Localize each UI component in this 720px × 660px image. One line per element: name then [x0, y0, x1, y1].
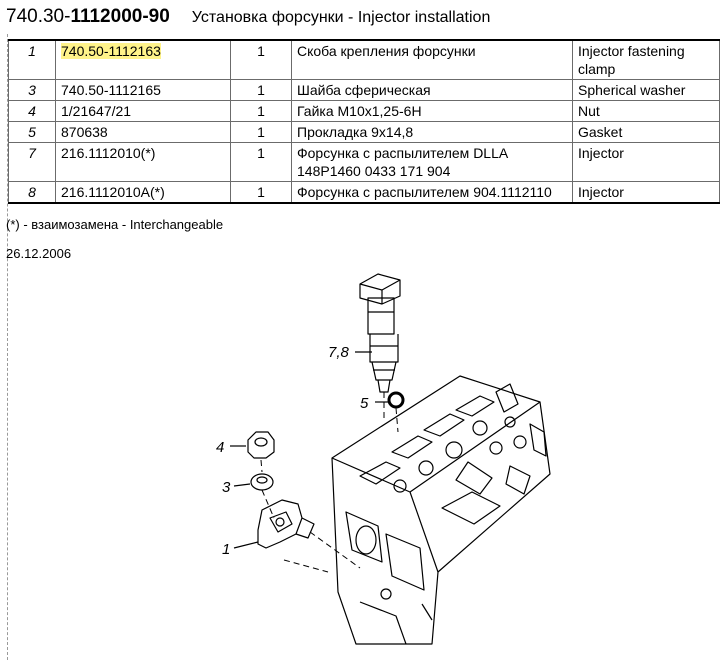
part-number-cell: 1/21647/21	[55, 100, 231, 122]
left-guide-line	[7, 34, 8, 660]
name-en-cell: Spherical washer	[572, 79, 720, 101]
pos-cell: 7	[8, 142, 56, 182]
part-number-cell: 740.50-1112163	[55, 39, 231, 80]
interchangeable-note: (*) - взаимозамена - Interchangeable	[6, 217, 224, 232]
name-ru-cell: Форсунка с распылителем 904.1112110	[291, 181, 573, 204]
name-ru-cell: Форсунка с распылителем DLLA 148P1460 043…	[291, 142, 573, 182]
injector-clamp-part	[257, 499, 315, 549]
qty-cell: 1	[230, 100, 292, 122]
part-number-cell: 216.1112010А(*)	[55, 181, 231, 204]
callout-7-8: 7,8	[328, 344, 350, 361]
spherical-washer-part	[250, 473, 274, 491]
name-ru-line-2: 148P1460 0433 171 904	[297, 163, 451, 179]
name-ru-cell: Шайба сферическая	[291, 79, 573, 101]
table-row[interactable]: 4 1/21647/21 1 Гайка М10х1,25-6Н Nut	[8, 100, 720, 122]
pos-cell: 5	[8, 121, 56, 143]
callout-5: 5	[360, 395, 369, 412]
assembly-code-prefix: 740.30-	[6, 6, 71, 27]
parts-table: 1 740.50-1112163 1 Скоба крепления форсу…	[8, 39, 720, 204]
assembly-code-bold: 1112000-90	[70, 6, 170, 27]
page-header: 740.30-1112000-90 Установка форсунки - In…	[6, 6, 490, 30]
pos-cell: 1	[8, 39, 56, 80]
callout-4: 4	[216, 439, 224, 456]
assembly-code: 740.30-1112000-90	[6, 6, 170, 27]
pos-cell: 4	[8, 100, 56, 122]
injector-assembly-drawing: 7,8 5 4 3 1	[216, 273, 551, 645]
gasket-ring	[387, 391, 405, 409]
part-number-cell: 870638	[55, 121, 231, 143]
name-ru-cell: Прокладка 9х14,8	[291, 121, 573, 143]
name-en-cell: Injector	[572, 181, 720, 204]
cylinder-head-block	[331, 375, 551, 645]
table-row[interactable]: 7 216.1112010(*) 1 Форсунка с распылител…	[8, 142, 720, 182]
table-row[interactable]: 1 740.50-1112163 1 Скоба крепления форсу…	[8, 39, 720, 80]
pos-cell: 3	[8, 79, 56, 101]
assembly-title: Установка форсунки - Injector installati…	[191, 9, 491, 26]
name-ru-line-1: Форсунка с распылителем DLLA	[297, 145, 509, 161]
name-en-cell: Injector fastening clamp	[572, 39, 720, 80]
nut-part	[247, 431, 275, 459]
table-row[interactable]: 3 740.50-1112165 1 Шайба сферическая Sph…	[8, 79, 720, 101]
highlighted-part-number: 740.50-1112163	[61, 43, 161, 59]
assembly-guide-lines	[260, 392, 399, 573]
name-en-cell: Injector	[572, 142, 720, 182]
qty-cell: 1	[230, 142, 292, 182]
table-row[interactable]: 5 870638 1 Прокладка 9х14,8 Gasket	[8, 121, 720, 143]
callout-leaders	[230, 351, 388, 549]
table-row[interactable]: 8 216.1112010А(*) 1 Форсунка с распылите…	[8, 181, 720, 204]
qty-cell: 1	[230, 121, 292, 143]
name-en-cell: Gasket	[572, 121, 720, 143]
pos-cell: 8	[8, 181, 56, 204]
name-en-cell: Nut	[572, 100, 720, 122]
part-number-cell: 216.1112010(*)	[55, 142, 231, 182]
part-number-cell: 740.50-1112165	[55, 79, 231, 101]
qty-cell: 1	[230, 79, 292, 101]
injector-part	[359, 273, 401, 393]
callout-1: 1	[222, 541, 230, 558]
callout-3: 3	[222, 479, 231, 496]
document-date: 26.12.2006	[6, 246, 72, 261]
qty-cell: 1	[230, 181, 292, 204]
name-ru-cell: Гайка М10х1,25-6Н	[291, 100, 573, 122]
qty-cell: 1	[230, 39, 292, 80]
name-ru-cell: Скоба крепления форсунки	[291, 39, 573, 80]
